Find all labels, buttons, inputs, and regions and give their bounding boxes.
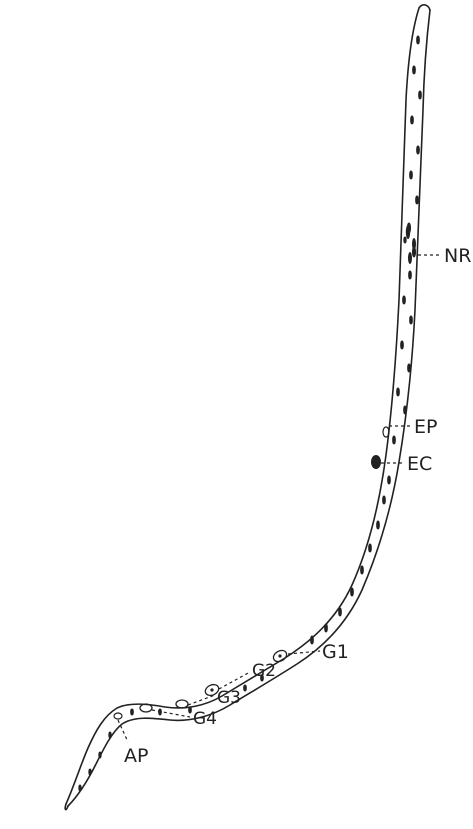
- body-right-edge: [67, 9, 431, 807]
- body-stippling: [78, 35, 422, 792]
- gonad-cell-g2: [204, 683, 220, 697]
- label-ec: EC: [407, 453, 432, 475]
- label-nr: NR: [444, 245, 471, 267]
- label-g3: G3: [217, 688, 241, 708]
- leader-ap: [117, 719, 129, 743]
- gonad-cell-g2-nucleus: [210, 688, 214, 692]
- label-ap: AP: [124, 745, 148, 767]
- label-g1: G1: [322, 641, 349, 663]
- nematode-body: [64, 4, 431, 811]
- gonad-cell-g1-nucleus: [278, 654, 282, 658]
- gonad-cell-g3: [175, 699, 189, 709]
- excretory-cell: [371, 455, 381, 469]
- label-g4: G4: [193, 709, 217, 729]
- tail-tip: [64, 803, 69, 811]
- label-g2: G2: [252, 661, 276, 681]
- anal-pore: [113, 712, 123, 720]
- gonad-cell-g4: [139, 703, 153, 713]
- leader-lines: [117, 254, 442, 743]
- label-ep: EP: [414, 416, 437, 438]
- leader-g3: [187, 694, 216, 706]
- leader-g4: [151, 709, 191, 718]
- leader-g1: [287, 650, 321, 655]
- head-tip: [418, 4, 431, 11]
- excretory-pore: [382, 426, 390, 438]
- body-left-edge: [65, 7, 420, 805]
- nerve-ring: [405, 225, 416, 264]
- gonad-cell-g1: [272, 649, 288, 663]
